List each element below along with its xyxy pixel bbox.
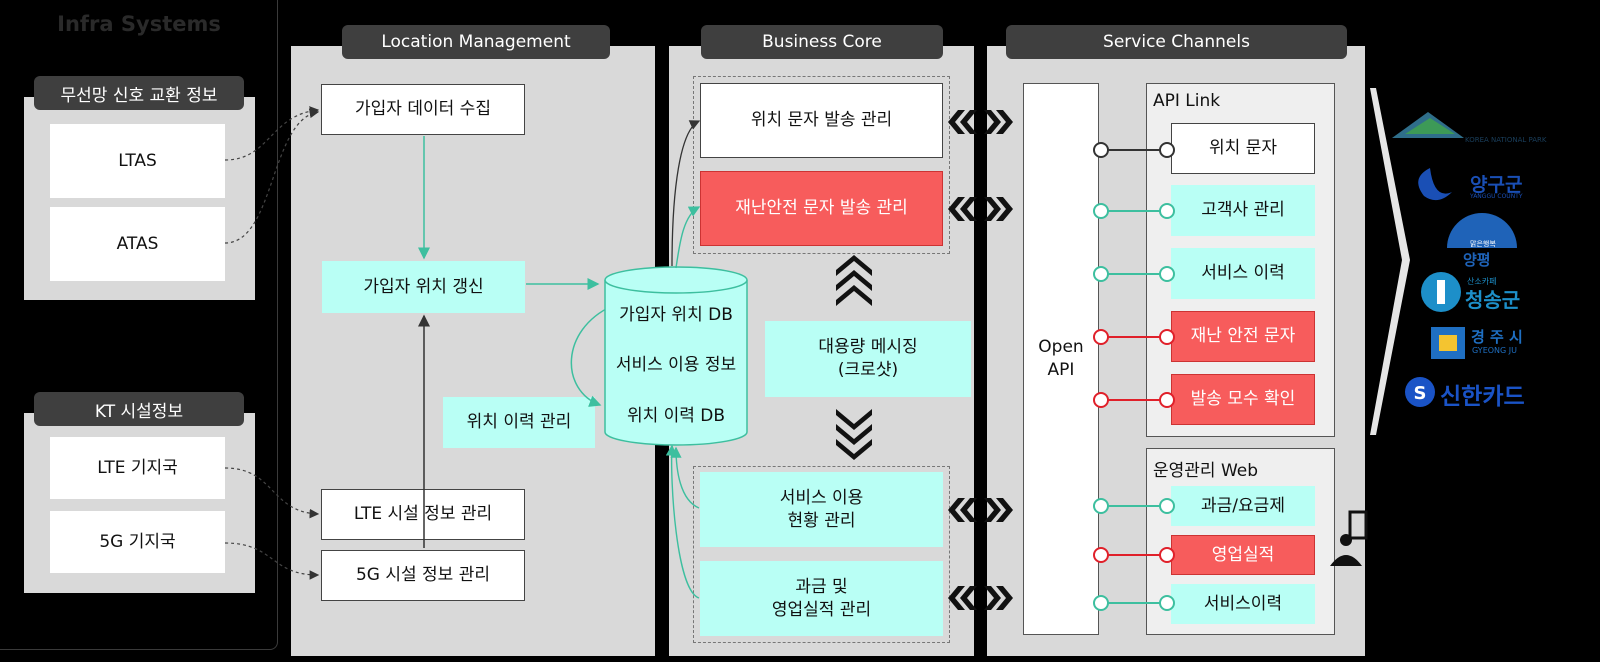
database-cylinder <box>604 266 748 446</box>
national-park-caption: KOREA NATIONAL PARK <box>1465 136 1547 144</box>
api-item-disaster-sms: 재난 안전 문자 <box>1171 311 1315 362</box>
yanggu-logo-icon <box>1418 168 1452 201</box>
open-api-line1: Open <box>1038 337 1084 358</box>
web-item-billing-plan: 과금/요금제 <box>1171 486 1315 526</box>
yangpyeong-logo-text: 양평 <box>1463 251 1491 269</box>
lte-facility-mgmt-box: LTE 시설 정보 관리 <box>321 489 525 540</box>
national-park-logo-icon <box>1392 112 1464 138</box>
atas-box: ATAS <box>50 207 225 281</box>
db-subscriber-location: 가입자 위치 DB <box>619 304 733 325</box>
billing-line1: 과금 및 <box>795 576 848 597</box>
shinhan-logo-text: 신한카드 <box>1440 384 1525 410</box>
yangpyeong-logo-sub: 맑은행복 <box>1470 240 1496 248</box>
bidirectional-arrows <box>948 110 1013 610</box>
clients-arrow-icon <box>1370 88 1410 435</box>
chevron-down-stack-icon <box>836 409 872 460</box>
wireless-signal-header: 무선망 신호 교환 정보 <box>34 76 244 110</box>
shinhan-logo-icon: S <box>1405 377 1435 407</box>
operator-desk-icon <box>1330 510 1368 566</box>
api-item-send-count-check: 발송 모수 확인 <box>1171 374 1315 425</box>
db-service-usage: 서비스 이용 정보 <box>615 354 737 375</box>
ops-web-title: 운영관리 Web <box>1153 461 1259 481</box>
infra-systems-section <box>0 0 278 650</box>
ltas-box: LTAS <box>50 124 225 198</box>
yanggu-logo-sub: YANGGU COUNTY <box>1470 193 1523 200</box>
cheongsong-logo-text: 청송군 <box>1465 288 1521 312</box>
location-management-header: Location Management <box>342 25 610 59</box>
api-item-location-sms: 위치 문자 <box>1171 123 1315 174</box>
gyeongju-logo-text: 경 주 시 <box>1471 328 1523 346</box>
open-api-line2: API <box>1047 360 1075 380</box>
business-core-header: Business Core <box>701 25 943 59</box>
web-item-service-history: 서비스이력 <box>1171 584 1315 624</box>
api-connectors <box>1093 142 1175 611</box>
api-link-title: API Link <box>1153 91 1221 111</box>
api-item-service-history: 서비스 이력 <box>1171 248 1315 299</box>
open-api-box: Open API <box>1023 83 1099 635</box>
gyeongju-logo-sub: GYEONG JU <box>1472 346 1517 355</box>
disaster-sms-mgmt-box: 재난안전 문자 발송 관리 <box>700 171 943 246</box>
cheongsong-logo-icon <box>1421 272 1461 312</box>
service-channels-header: Service Channels <box>1006 25 1347 59</box>
lte-station-box: LTE 기지국 <box>50 437 225 499</box>
svg-text:S: S <box>1414 383 1427 404</box>
kt-facility-header: KT 시설정보 <box>34 392 244 426</box>
5g-station-box: 5G 기지국 <box>50 511 225 573</box>
mass-messaging-line2: (크로샷) <box>837 360 899 380</box>
location-sms-mgmt-box: 위치 문자 발송 관리 <box>700 83 943 158</box>
billing-line2: 영업실적 관리 <box>771 599 872 620</box>
db-location-history: 위치 이력 DB <box>626 405 726 426</box>
api-item-customer-mgmt: 고객사 관리 <box>1171 185 1315 236</box>
location-history-box: 위치 이력 관리 <box>443 397 595 448</box>
infra-dashed-links <box>224 106 320 580</box>
mass-messaging-line1: 대용량 메시징 <box>818 337 918 358</box>
5g-facility-mgmt-box: 5G 시설 정보 관리 <box>321 550 525 601</box>
billing-sales-mgmt-box: 과금 및 영업실적 관리 <box>700 561 943 636</box>
service-usage-line1: 서비스 이용 <box>779 487 864 508</box>
messaging-group <box>693 76 950 254</box>
service-usage-line2: 현황 관리 <box>787 510 856 531</box>
subscriber-data-collect-box: 가입자 데이터 수집 <box>321 84 525 135</box>
service-usage-mgmt-box: 서비스 이용 현황 관리 <box>700 472 943 547</box>
management-group <box>693 466 950 643</box>
chevron-up-stack-icon <box>836 255 872 306</box>
yanggu-logo-text: 양구군 <box>1470 174 1523 196</box>
cheongsong-logo-sub: 산소카페 <box>1467 277 1497 286</box>
yangpyeong-logo-icon <box>1447 213 1517 248</box>
infra-systems-title: Infra Systems <box>57 12 221 36</box>
gyeongju-logo-icon <box>1431 327 1465 359</box>
mass-messaging-box: 대용량 메시징 (크로샷) <box>765 321 971 397</box>
subscriber-location-update-box: 가입자 위치 갱신 <box>322 261 525 313</box>
